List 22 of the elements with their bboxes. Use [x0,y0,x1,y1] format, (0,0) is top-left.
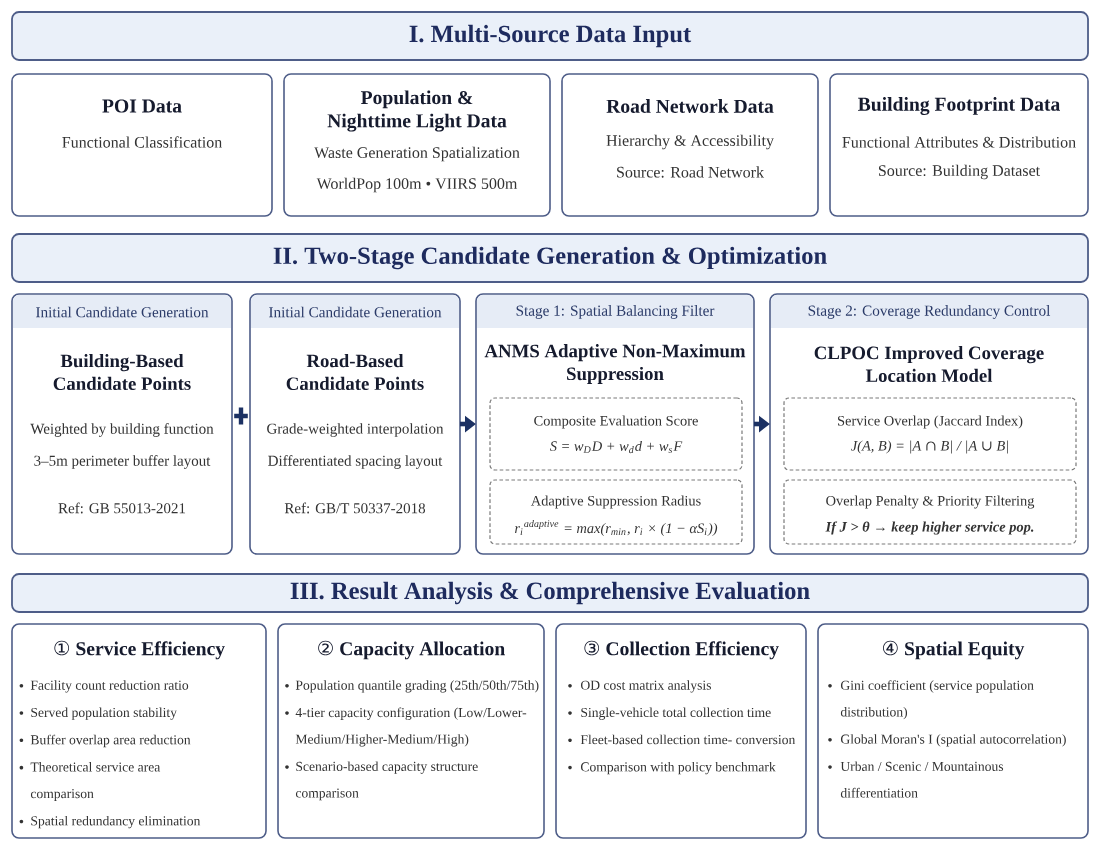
section-band: III. Result Analysis & Comprehensive Evaluation [11,573,1089,613]
section-band: I. Multi-Source Data Input [11,11,1089,61]
card-text: Source: Road Network [617,166,764,178]
card-title: ③ Collection Efficiency [584,640,779,660]
card-title: Road-Based Candidate Points [286,354,424,391]
card-title: Population & Nighttime Light Data [327,90,507,132]
card-title: Building Footprint Data [858,97,1060,115]
card-text: Waste Generation Spatialization [314,146,520,162]
card-text: Functional Classification [62,136,222,148]
card-title: ④ Spatial Equity [883,640,1025,660]
card-text: WorldPop 100m • VIIRS 500m [316,177,518,193]
card-title: Road Network Data [606,99,774,113]
card-title: CLPOC Improved Coverage Location Model [814,346,1044,383]
card-text: Hierarchy & Accessibility [606,134,774,150]
section-band: II. Two-Stage Candidate Generation & Optimization [11,233,1089,283]
card-title: ① Service Efficiency [54,640,225,660]
card-text: Source: Building Dataset [878,164,1041,180]
card-title: ANMS Adaptive Non-Maximum Suppression [484,344,746,384]
card-title: ② Capacity Allocation [318,640,505,660]
card-text: Functional Attributes & Distribution [842,136,1076,148]
card-title: Building-Based Candidate Points [53,354,191,391]
card-title: POI Data [102,99,182,113]
